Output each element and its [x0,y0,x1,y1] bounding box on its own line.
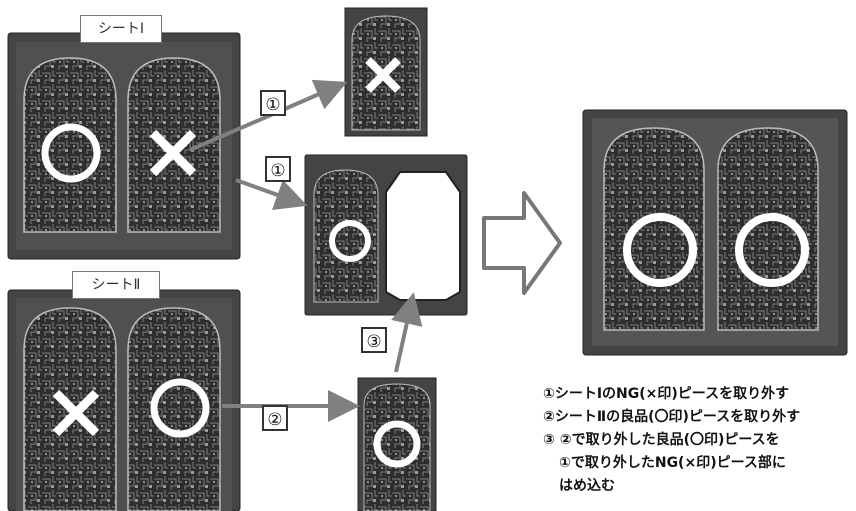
sheet1-piece-left [24,58,116,232]
note-line-1: ①シートⅠのNG(×印)ピースを取り外す [543,383,789,403]
step3-marker: ③ [361,327,387,353]
removed-good-piece [358,378,436,511]
sheet1-board [8,33,240,259]
sheet2-board [8,290,240,511]
result-sheet [583,110,847,355]
step1-marker-middle: ① [265,156,291,182]
note-line-5: はめ込む [559,475,615,495]
big-hollow-arrow [484,193,560,293]
sheet1-with-empty-slot [305,155,467,315]
note-line-2: ②シートⅡの良品(〇印)ピースを取り外す [543,406,800,426]
step1-marker-top: ① [260,90,286,116]
removed-ng-piece [345,8,427,136]
note-line-4: ①で取り外したNG(×印)ピース部に [559,452,786,472]
sheet1-label: シートⅠ [80,15,162,43]
arrow-step1-middle [236,180,300,203]
sheet2-label: シートⅡ [72,271,160,299]
step2-marker: ② [262,405,288,431]
empty-slot [386,172,460,300]
note-line-3: ③ ②で取り外した良品(〇印)ピースを [543,429,780,449]
